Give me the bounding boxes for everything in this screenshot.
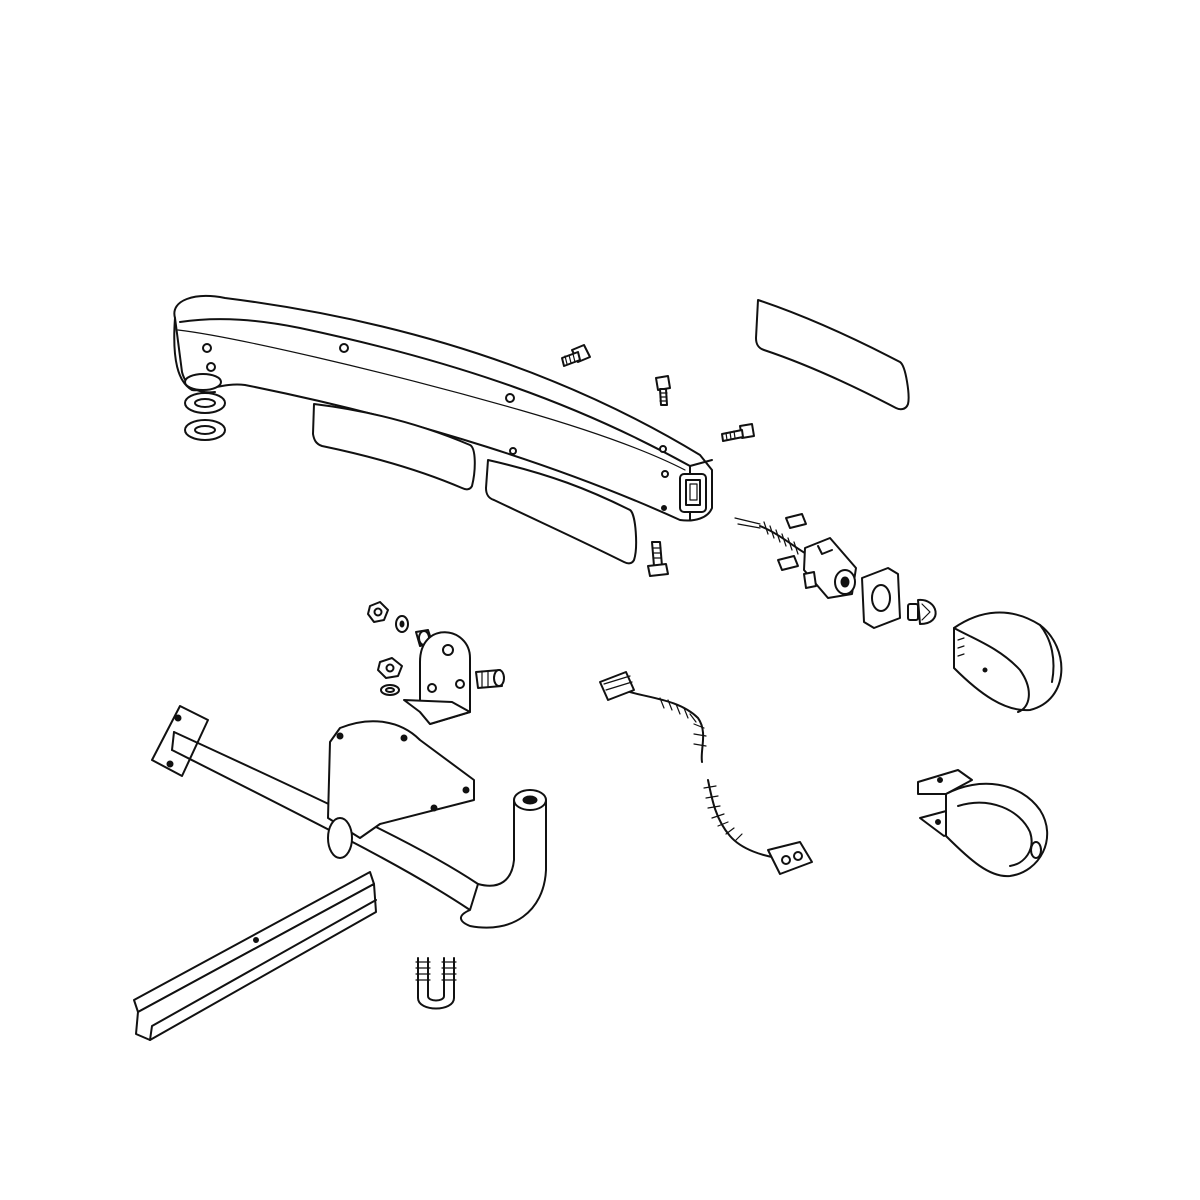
washer-icon [184,419,226,441]
reflector-strip-icon [312,403,476,491]
lamp-socket-harness-icon [734,513,857,599]
nut-icon [377,657,403,679]
reflector-plate-icon [755,299,910,411]
washer-icon [380,684,400,696]
bumper-bar-icon [173,295,713,522]
mounting-bracket-icon [917,769,1049,878]
channel-rail-icon [133,871,377,1041]
u-bolt-icon [415,957,457,1010]
lamp-bracket-icon [403,631,471,725]
bolt-icon [475,669,505,689]
bolt-icon [721,423,755,442]
bulb-icon [907,598,937,625]
nut-icon [367,601,389,623]
tail-lamp-icon [953,611,1063,713]
washer-icon [395,615,409,633]
bolt-icon [655,375,671,406]
lamp-gasket-icon [861,567,901,629]
bolt-icon [647,541,669,577]
wiring-harness-icon [599,671,813,875]
reflector-plate-icon [485,459,638,565]
bolt-icon [561,344,591,367]
support-arm-icon [151,705,547,929]
washer-icon [184,392,226,414]
